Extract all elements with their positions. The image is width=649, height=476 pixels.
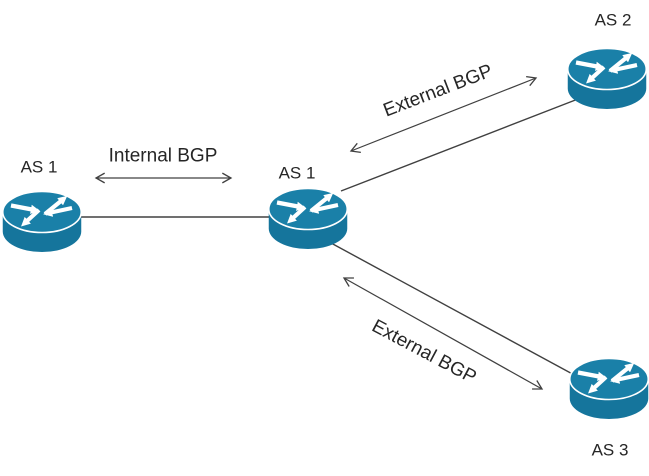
node-label-as3: AS 3 <box>591 440 629 460</box>
edge-label-internal-bgp: Internal BGP <box>108 145 218 167</box>
link-external-bgp-top <box>340 98 579 192</box>
node-label-as1-left: AS 1 <box>20 157 58 177</box>
router-icon-as2 <box>568 49 647 110</box>
node-label-as2: AS 2 <box>594 10 632 30</box>
router-icon-as3 <box>570 359 649 420</box>
node-label-as1-center: AS 1 <box>278 163 316 183</box>
router-icon-as1-left <box>3 192 82 253</box>
external-bgp-top-double-arrow <box>349 76 538 153</box>
router-icon-as1-center <box>269 189 348 250</box>
external-bgp-bottom-double-arrow <box>342 277 544 390</box>
